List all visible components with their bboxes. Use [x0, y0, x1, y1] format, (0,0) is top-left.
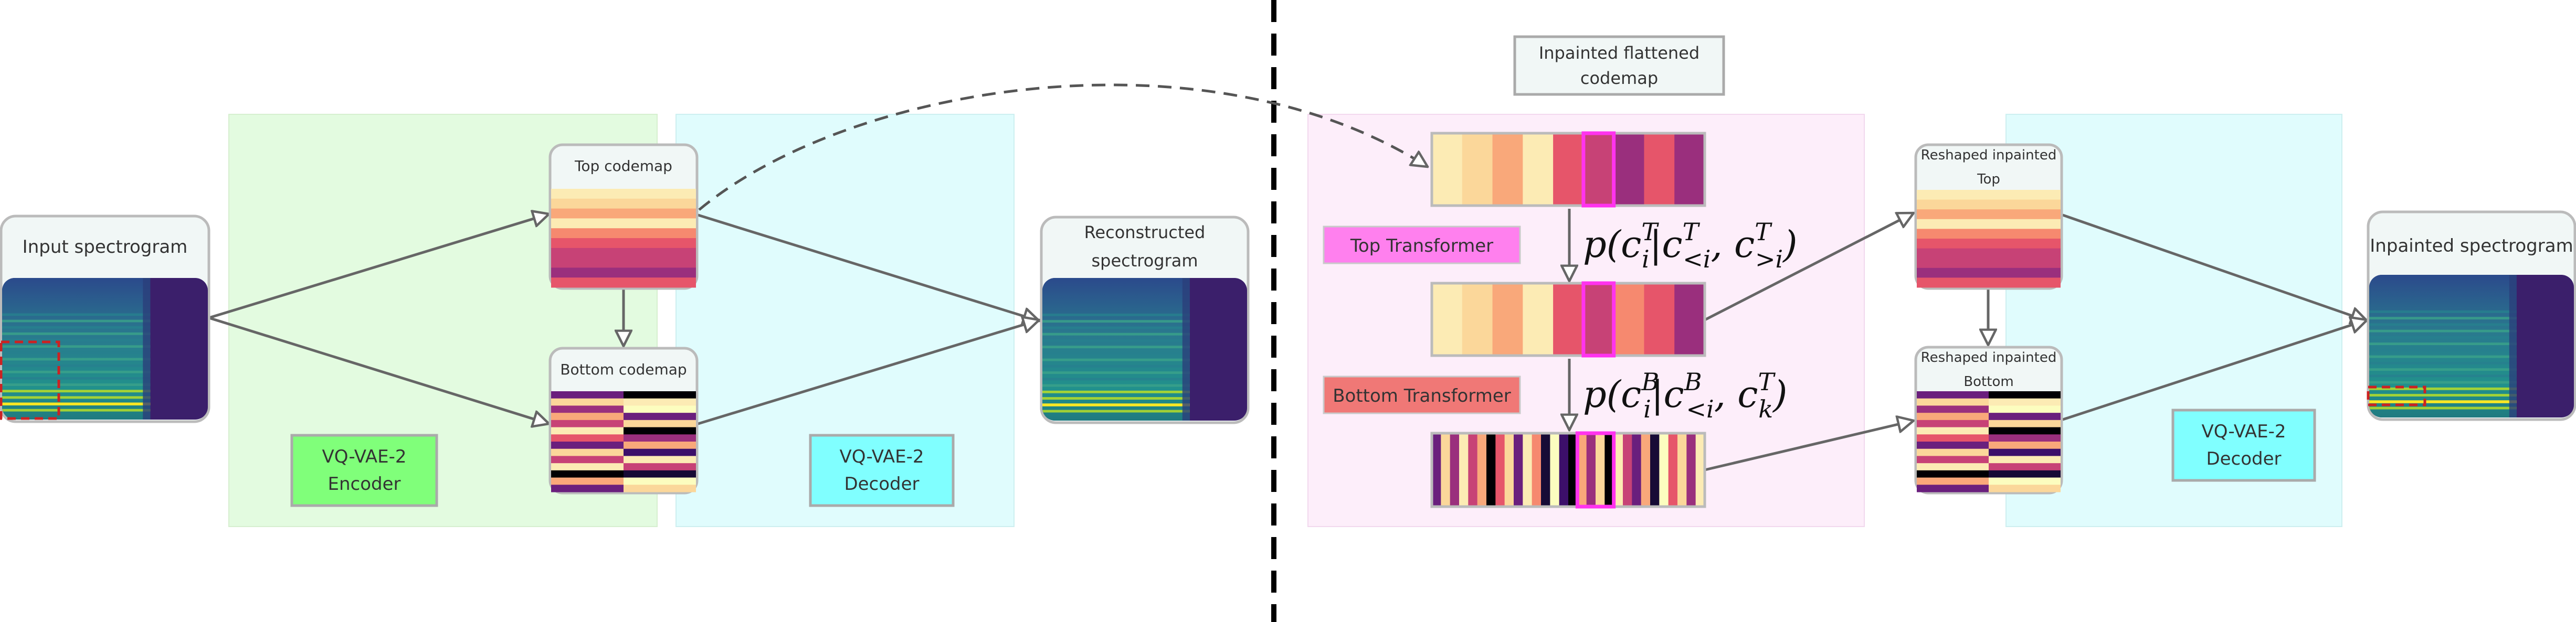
input-spectrogram-label: Input spectrogram — [23, 237, 188, 258]
flattened-bottom-strip — [1430, 431, 1706, 509]
reshaped-bottom-image — [1917, 391, 2061, 492]
input-spectrogram-card: Input spectrogram — [0, 215, 210, 423]
top-transformer-label: Top Transformer — [1350, 235, 1493, 256]
arrow-top-to-recon — [698, 213, 1039, 321]
bottom-transformer-label: Bottom Transformer — [1333, 385, 1511, 406]
input-mask-box — [0, 340, 60, 420]
arrow-dashed-to-flat — [698, 83, 1428, 211]
reshaped-bottom-line-1: Reshaped inpainted — [1921, 350, 2057, 366]
decoder-tag-right-line-1: VQ-VAE-2 — [2202, 421, 2286, 442]
arrow-input-to-bottom — [208, 316, 549, 424]
arrow-strip-to-reshaped-bottom — [1704, 421, 1914, 471]
inpainted-flattened-line-1: Inpainted flattened — [1539, 43, 1699, 63]
encoder-tag: VQ-VAE-2 Encoder — [290, 434, 438, 507]
encoder-tag-line-2: Encoder — [328, 474, 400, 495]
inpainted-flattened-label-box: Inpainted flattened codemap — [1513, 35, 1725, 96]
arrow-reshaped-bottom-to-output — [2062, 320, 2367, 421]
reshaped-top-line-2: Top — [1977, 171, 2000, 187]
reshaped-bottom-line-2: Bottom — [1963, 374, 2013, 390]
decoder-tag-left: VQ-VAE-2 Decoder — [809, 434, 955, 507]
bottom-codemap-label: Bottom codemap — [560, 361, 687, 378]
decoder-tag-right: VQ-VAE-2 Decoder — [2171, 409, 2316, 482]
arrow-reshaped-top-to-output — [2062, 213, 2367, 321]
top-codemap-label: Top codemap — [574, 157, 672, 175]
encoder-tag-line-1: VQ-VAE-2 — [322, 446, 407, 467]
output-mask-box — [2367, 385, 2426, 406]
flattened-bottom-codemap — [1430, 281, 1706, 358]
top-codemap-image — [551, 189, 696, 288]
input-spectrogram-image — [2, 278, 208, 420]
decoder-tag-right-line-2: Decoder — [2206, 448, 2281, 469]
top-transformer-tag: Top Transformer — [1323, 226, 1521, 264]
inpainted-spectrogram-label: Inpainted spectrogram — [2370, 235, 2573, 256]
bottom-codemap-image — [551, 391, 696, 492]
flattened-top-codemap — [1430, 131, 1706, 208]
reshaped-top-line-1: Reshaped inpainted — [1921, 147, 2057, 163]
bottom-transformer-tag: Bottom Transformer — [1323, 376, 1521, 414]
decoder-tag-left-line-1: VQ-VAE-2 — [840, 446, 924, 467]
top-codemap-card: Top codemap — [548, 143, 699, 290]
inpainted-flattened-line-2: codemap — [1580, 68, 1658, 88]
arrow-input-to-top — [208, 214, 549, 319]
reconstructed-spectrogram-card: Reconstructed spectrogram — [1040, 216, 1250, 424]
arrow-flat-to-reshaped-top — [1704, 213, 1914, 321]
inpainted-spectrogram-card: Inpainted spectrogram — [2367, 210, 2576, 421]
inpainted-spectrogram-image — [2369, 275, 2574, 417]
bottom-codemap-card: Bottom codemap — [548, 347, 699, 495]
reshaped-bottom-card: Reshaped inpainted Bottom — [1914, 346, 2063, 495]
reconstructed-label-line-2: spectrogram — [1091, 251, 1198, 271]
arrow-bottom-to-recon — [698, 320, 1039, 425]
decoder-tag-left-line-2: Decoder — [844, 474, 919, 495]
reshaped-top-image — [1917, 190, 2061, 288]
reconstructed-label-line-1: Reconstructed — [1084, 222, 1206, 242]
reconstructed-spectrogram-image — [1042, 278, 1247, 421]
reshaped-top-card: Reshaped inpainted Top — [1914, 143, 2063, 290]
